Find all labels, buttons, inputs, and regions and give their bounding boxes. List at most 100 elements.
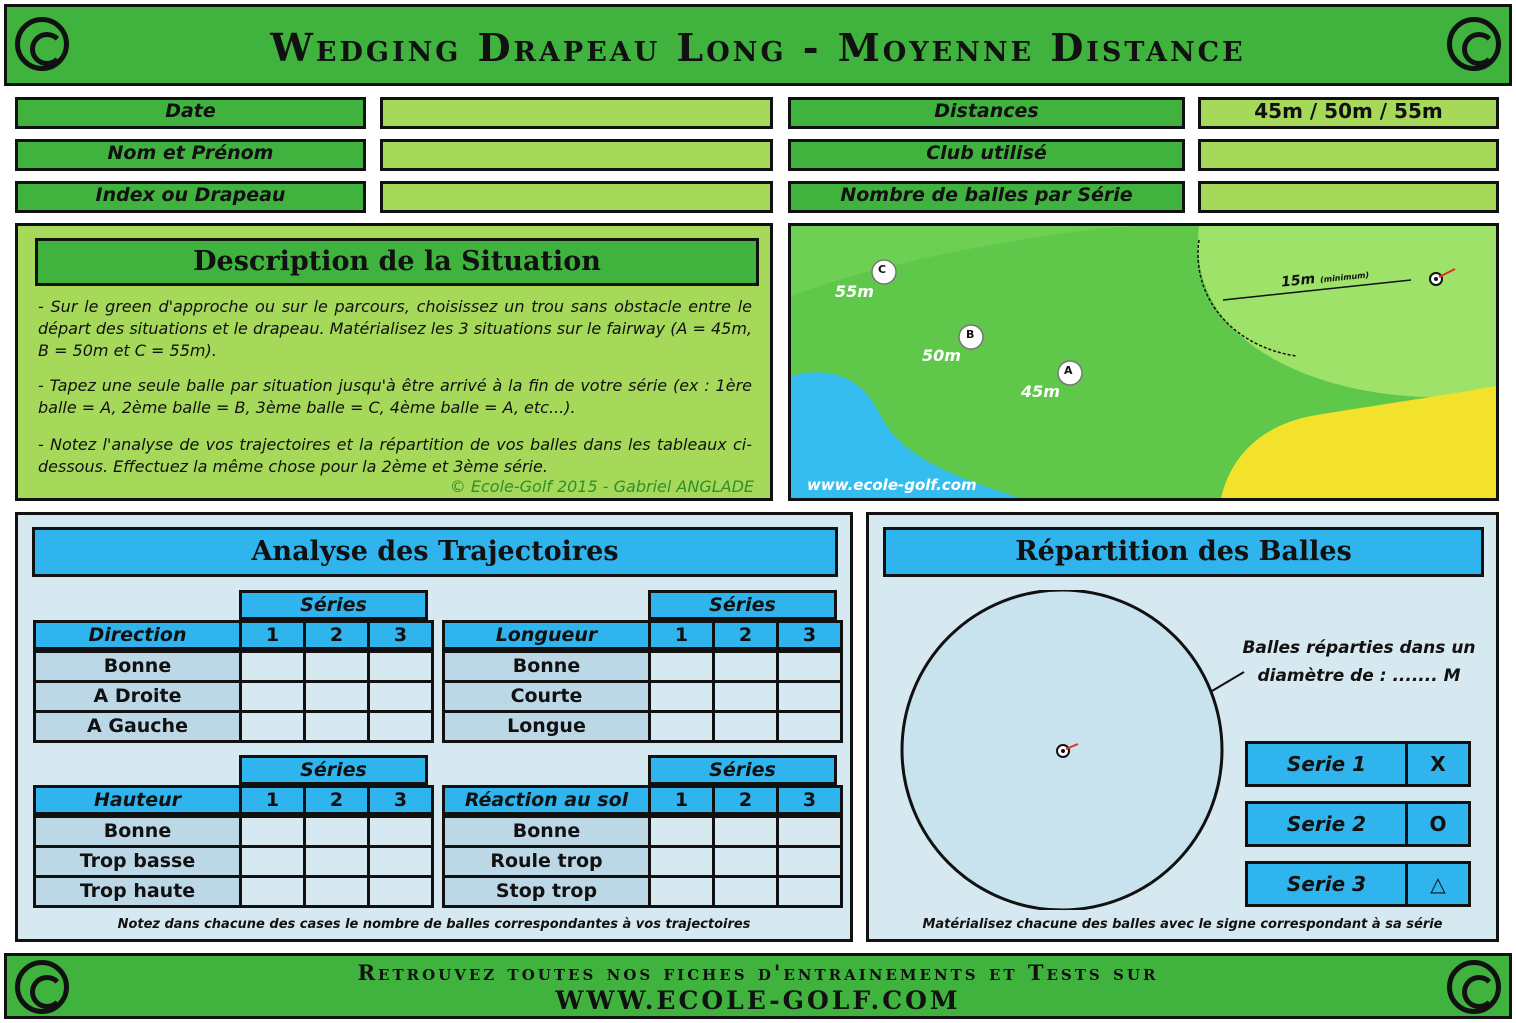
- reaction-count-cell[interactable]: [648, 815, 715, 848]
- marker-a-label: A: [1064, 364, 1073, 377]
- direction-count-cell[interactable]: [367, 650, 434, 683]
- copyright: © Ecole-Golf 2015 - Gabriel ANGLADE: [449, 477, 754, 496]
- direction-row-label: A Droite: [33, 680, 242, 713]
- direction-header: Direction: [33, 620, 242, 650]
- balls-per-series-label: Nombre de balles par Série: [788, 181, 1185, 213]
- reaction-count-cell[interactable]: [648, 875, 715, 908]
- reaction-header: Réaction au sol: [442, 785, 651, 815]
- footer-bar: Retrouvez toutes nos fiches d'entraineme…: [4, 953, 1512, 1019]
- direction-count-cell[interactable]: [303, 680, 370, 713]
- reaction-row-label: Stop trop: [442, 875, 651, 908]
- index-field[interactable]: [380, 181, 773, 213]
- reaction-row-label: Roule trop: [442, 845, 651, 878]
- logo-icon: [1447, 17, 1501, 71]
- reaction-count-cell[interactable]: [776, 845, 843, 878]
- description-paragraph-3: - Notez l'analyse de vos trajectoires et…: [38, 435, 752, 476]
- analyse-title: Analyse des Trajectoires: [32, 527, 838, 577]
- series-column-header: 3: [776, 785, 843, 815]
- serie-label: Serie 1: [1245, 741, 1408, 787]
- club-label: Club utilisé: [788, 139, 1185, 171]
- series-header: Séries: [648, 590, 837, 620]
- series-column-header: 2: [712, 620, 779, 650]
- direction-count-cell[interactable]: [303, 710, 370, 743]
- series-column-header: 1: [239, 785, 306, 815]
- series-column-header: 3: [776, 620, 843, 650]
- direction-row-label: Bonne: [33, 650, 242, 683]
- series-header: Séries: [239, 590, 428, 620]
- distances-value: 45m / 50m / 55m: [1198, 97, 1499, 129]
- direction-count-cell[interactable]: [367, 710, 434, 743]
- longueur-count-cell[interactable]: [712, 680, 779, 713]
- reaction-row-label: Bonne: [442, 815, 651, 848]
- hauteur-count-cell[interactable]: [367, 815, 434, 848]
- series-column-header: 2: [303, 620, 370, 650]
- direction-count-cell[interactable]: [239, 650, 306, 683]
- target-diagram: [900, 590, 1245, 910]
- balls-per-series-field[interactable]: [1198, 181, 1499, 213]
- hauteur-count-cell[interactable]: [303, 815, 370, 848]
- repartition-title: Répartition des Balles: [883, 527, 1484, 577]
- longueur-count-cell[interactable]: [648, 650, 715, 683]
- hauteur-count-cell[interactable]: [239, 845, 306, 878]
- logo-icon: [15, 17, 69, 71]
- longueur-count-cell[interactable]: [712, 710, 779, 743]
- direction-count-cell[interactable]: [367, 680, 434, 713]
- series-column-header: 2: [712, 785, 779, 815]
- analyse-note: Notez dans chacune des cases le nombre d…: [117, 917, 751, 932]
- longueur-count-cell[interactable]: [776, 710, 843, 743]
- series-header: Séries: [239, 755, 428, 785]
- longueur-row-label: Courte: [442, 680, 651, 713]
- description-paragraph-1: - Sur le green d'approche ou sur le parc…: [38, 297, 752, 360]
- reaction-count-cell[interactable]: [776, 815, 843, 848]
- distance-c: 55m: [835, 282, 874, 301]
- series-column-header: 3: [367, 620, 434, 650]
- date-field[interactable]: [380, 97, 773, 129]
- direction-count-cell[interactable]: [303, 650, 370, 683]
- direction-count-cell[interactable]: [239, 710, 306, 743]
- footer-website[interactable]: WWW.ECOLE-GOLF.COM: [555, 986, 961, 1015]
- series-header: Séries: [648, 755, 837, 785]
- distances-label: Distances: [788, 97, 1185, 129]
- name-field[interactable]: [380, 139, 773, 171]
- longueur-count-cell[interactable]: [776, 650, 843, 683]
- repartition-panel: Répartition des Balles Balles réparties …: [866, 512, 1499, 942]
- hauteur-count-cell[interactable]: [239, 875, 306, 908]
- hauteur-row-label: Trop basse: [33, 845, 242, 878]
- serie-symbol: △: [1405, 861, 1471, 907]
- description-paragraph-2: - Tapez une seule balle par situation ju…: [38, 376, 752, 417]
- hauteur-count-cell[interactable]: [303, 875, 370, 908]
- hauteur-count-cell[interactable]: [367, 875, 434, 908]
- hauteur-count-cell[interactable]: [239, 815, 306, 848]
- longueur-count-cell[interactable]: [648, 680, 715, 713]
- hauteur-row-label: Trop haute: [33, 875, 242, 908]
- longueur-count-cell[interactable]: [712, 650, 779, 683]
- serie-symbol: O: [1405, 801, 1471, 847]
- distance-a: 45m: [1021, 382, 1060, 401]
- reaction-count-cell[interactable]: [648, 845, 715, 878]
- description-panel: Description de la Situation - Sur le gre…: [15, 223, 773, 501]
- longueur-count-cell[interactable]: [776, 680, 843, 713]
- reaction-count-cell[interactable]: [712, 845, 779, 878]
- flag-icon: [1065, 743, 1079, 750]
- reaction-count-cell[interactable]: [712, 875, 779, 908]
- series-column-header: 1: [648, 620, 715, 650]
- index-label: Index ou Drapeau: [15, 181, 366, 213]
- hauteur-count-cell[interactable]: [367, 845, 434, 878]
- marker-b: [958, 324, 984, 350]
- course-map: C 55m B 50m A 45m 15m (minimum) www.ecol…: [788, 223, 1499, 501]
- longueur-header: Longueur: [442, 620, 651, 650]
- description-title: Description de la Situation: [35, 238, 759, 286]
- longueur-row-label: Longue: [442, 710, 651, 743]
- date-label: Date: [15, 97, 366, 129]
- marker-a: [1057, 360, 1083, 386]
- distance-b: 50m: [922, 346, 961, 365]
- header-bar: Wedging Drapeau Long - Moyenne Distance: [4, 4, 1512, 86]
- reaction-count-cell[interactable]: [776, 875, 843, 908]
- direction-count-cell[interactable]: [239, 680, 306, 713]
- club-field[interactable]: [1198, 139, 1499, 171]
- reaction-count-cell[interactable]: [712, 815, 779, 848]
- longueur-count-cell[interactable]: [648, 710, 715, 743]
- hauteur-count-cell[interactable]: [303, 845, 370, 878]
- page-title: Wedging Drapeau Long - Moyenne Distance: [270, 25, 1246, 70]
